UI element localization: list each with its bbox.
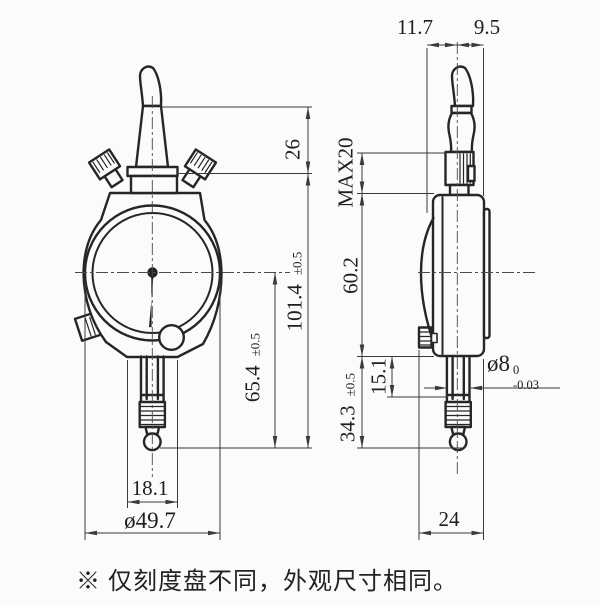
side-strain-relief bbox=[447, 111, 476, 154]
dim-label-cable-clearance: 26 bbox=[280, 139, 305, 160]
front-top-block bbox=[129, 174, 179, 195]
dim-label-gland-height: MAX20 bbox=[333, 137, 358, 208]
side-back-plate bbox=[482, 207, 491, 340]
bezel-lug bbox=[157, 324, 185, 352]
dim-label-boss-width: 18.1 bbox=[131, 476, 169, 500]
dim-label-overall-height: 101.4 ±0.5 bbox=[282, 251, 307, 332]
centerlines bbox=[75, 42, 535, 477]
front-gland-cone bbox=[134, 104, 170, 169]
dim-label-stem-diameter: ø8 0 -0.03 bbox=[487, 351, 540, 392]
side-knurl-clip bbox=[466, 164, 476, 183]
dim-label-body-depth: 24 bbox=[438, 507, 460, 531]
dim-label-bezel-diameter: ø49.7 bbox=[124, 508, 176, 533]
side-body bbox=[431, 193, 486, 358]
dim-label-top-left-width: 11.7 bbox=[397, 15, 433, 39]
side-cable bbox=[450, 65, 475, 108]
front-right-knob bbox=[181, 148, 218, 189]
pointer-needle bbox=[149, 272, 154, 328]
front-cable bbox=[138, 65, 163, 108]
dim-label-stem-exposed: 15.1 bbox=[366, 358, 391, 395]
front-view bbox=[73, 65, 223, 452]
dim-label-lower-height: 34.3 ±0.5 bbox=[335, 372, 360, 443]
side-neck bbox=[448, 183, 470, 197]
side-knob-pin bbox=[430, 332, 438, 344]
side-glass-arc bbox=[419, 216, 435, 344]
drawing-footnote: ※ 仅刻度盘不同，外观尺寸相同。 bbox=[76, 569, 458, 595]
dim-label-center-to-tip: 65.4 ±0.5 bbox=[240, 332, 265, 403]
side-view bbox=[417, 65, 491, 452]
dimension-lines bbox=[84, 42, 560, 540]
dim-label-top-right-width: 9.5 bbox=[473, 15, 501, 39]
dim-label-body-height: 60.2 bbox=[338, 257, 363, 294]
front-left-knob bbox=[87, 148, 124, 189]
